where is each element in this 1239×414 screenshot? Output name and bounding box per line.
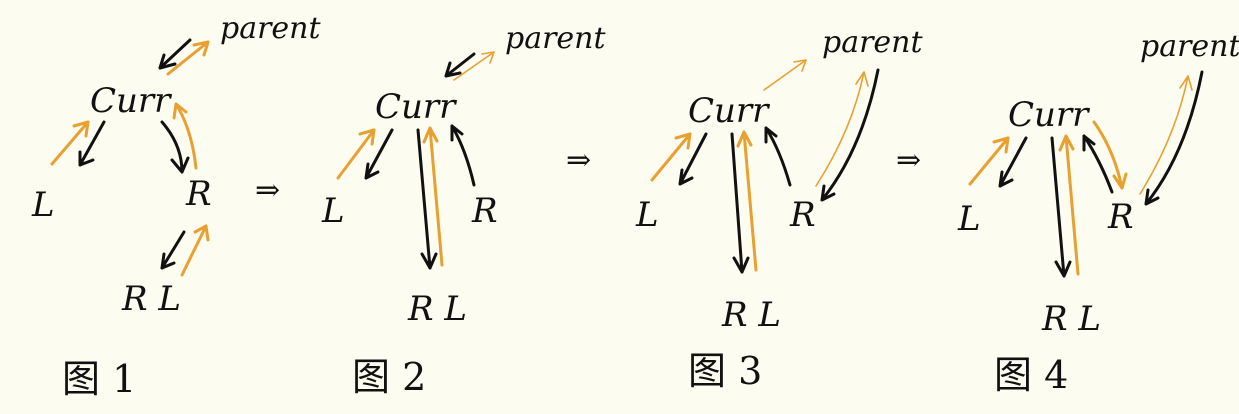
left-to-curr-arrow [968, 136, 1010, 186]
curr-to-parent-arrow [763, 59, 807, 91]
curr-to-rl-arrow [730, 132, 750, 274]
curr-to-rl-arrow [416, 128, 438, 270]
rl-to-curr-arrow [422, 126, 444, 267]
parent-label: parent [1140, 29, 1239, 64]
right-node-label: R [185, 174, 212, 214]
parent-label: parent [822, 25, 924, 60]
curr-to-rl-arrow [1050, 136, 1072, 278]
right-to-curr-arrow [450, 124, 476, 187]
left-to-curr-arrow [50, 120, 90, 166]
curr-to-left-arrow [998, 136, 1028, 188]
caption: 图 1 [62, 357, 136, 401]
panel-4: parent Curr L R R L 图 4 [957, 29, 1239, 397]
curr-to-left-arrow [78, 120, 106, 167]
curr-label: Curr [90, 81, 172, 121]
left-to-curr-arrow [336, 128, 376, 180]
rl-to-right-arrow [180, 224, 210, 277]
panel-1: parent Curr L R R L 图 1 [31, 11, 322, 401]
right-left-node-label: R L [407, 289, 467, 329]
curr-to-right-arrow [1092, 120, 1128, 190]
right-to-curr-arrow [764, 126, 792, 187]
right-to-curr-arrow [172, 102, 198, 170]
left-node-label: L [321, 191, 345, 231]
parent-to-right-arrow [1144, 70, 1204, 206]
panel-3: parent Curr L R R L 图 3 [635, 25, 924, 393]
curr-to-left-arrow [364, 128, 394, 180]
caption: 图 2 [352, 355, 426, 399]
curr-label: Curr [1008, 95, 1090, 135]
caption: 图 3 [688, 349, 762, 393]
right-left-node-label: R L [1041, 299, 1101, 339]
curr-to-right-arrow [160, 120, 190, 174]
right-to-rl-arrow [160, 230, 186, 270]
right-node-label: R [471, 191, 498, 231]
caption: 图 4 [994, 353, 1068, 397]
curr-label: Curr [688, 91, 770, 131]
right-node-label: R [789, 195, 816, 235]
right-node-label: R [1107, 197, 1134, 237]
curr-to-left-arrow [678, 132, 708, 186]
parent-to-curr-arrow [158, 38, 192, 70]
left-node-label: L [957, 199, 981, 239]
right-to-parent-arrow [815, 71, 869, 187]
left-to-curr-arrow [650, 132, 692, 182]
transition-arrow-3: ⇒ [896, 143, 921, 178]
parent-to-right-arrow [820, 68, 880, 202]
left-node-label: L [635, 195, 659, 235]
right-to-curr-arrow [1082, 134, 1114, 194]
rl-to-curr-arrow [1058, 134, 1080, 276]
curr-label: Curr [375, 87, 457, 127]
right-to-parent-arrow [1139, 75, 1193, 195]
parent-to-curr-arrow [444, 52, 476, 78]
left-node-label: L [31, 185, 55, 225]
transition-arrow-1: ⇒ [255, 173, 280, 208]
transition-arrow-2: ⇒ [566, 143, 591, 178]
rl-to-curr-arrow [736, 130, 758, 272]
parent-label: parent [505, 21, 607, 56]
right-left-node-label: R L [121, 279, 181, 319]
panel-2: parent Curr L R R L 图 2 [321, 21, 607, 399]
right-left-node-label: R L [721, 295, 781, 335]
curr-to-parent-arrow [166, 40, 210, 76]
curr-to-parent-arrow [453, 51, 495, 81]
parent-label: parent [220, 11, 322, 46]
